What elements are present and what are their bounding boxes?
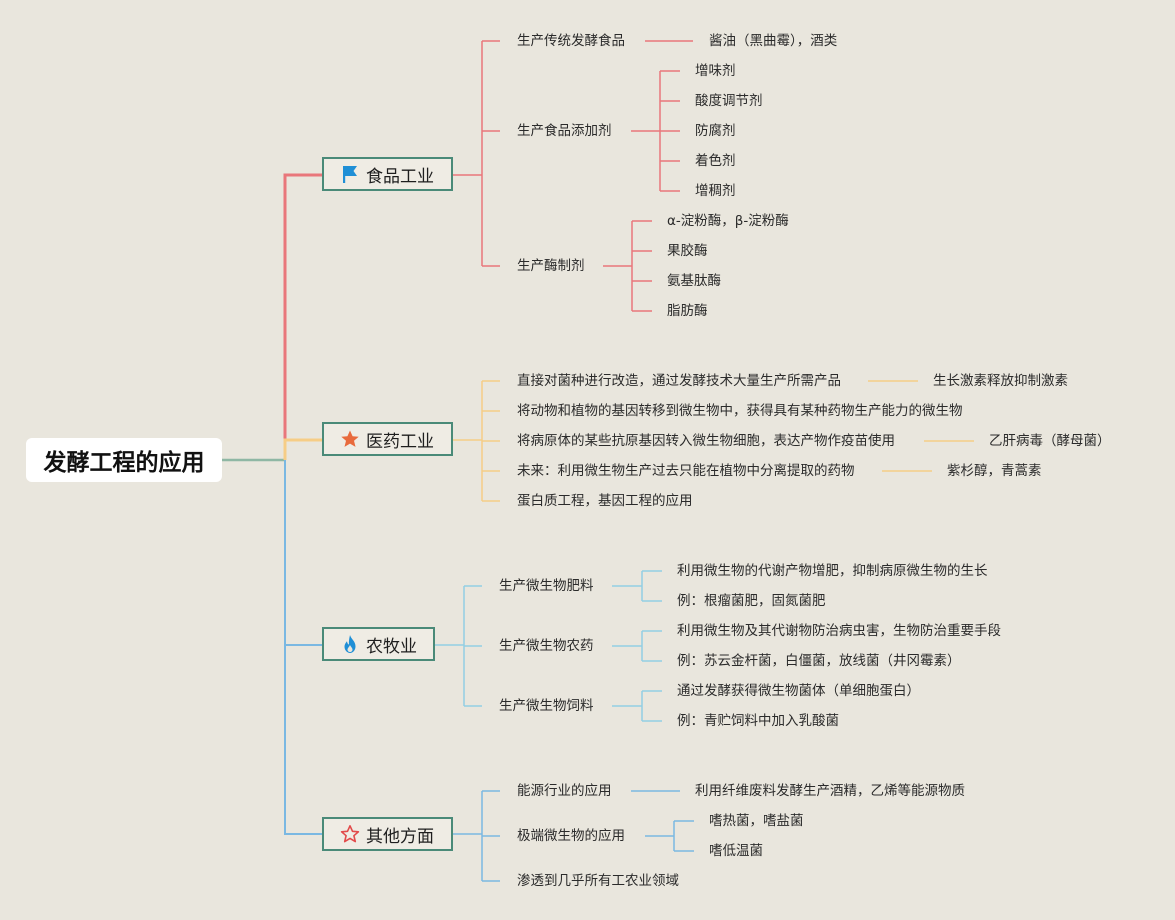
leaf-label[interactable]: 利用纤维废料发酵生产酒精，乙烯等能源物质 xyxy=(695,783,965,799)
leaf-label[interactable]: 利用微生物的代谢产物增肥，抑制病原微生物的生长 xyxy=(677,563,988,579)
leaf-label[interactable]: 酸度调节剂 xyxy=(695,93,763,109)
leaf-label[interactable]: 增稠剂 xyxy=(695,183,736,199)
branch-label[interactable]: 蛋白质工程，基因工程的应用 xyxy=(517,493,693,509)
branch-label[interactable]: 生产食品添加剂 xyxy=(517,123,612,139)
branch-label[interactable]: 生产微生物饲料 xyxy=(499,698,594,714)
category-agriculture[interactable]: 农牧业 xyxy=(322,627,435,661)
leaf-label[interactable]: 乙肝病毒（酵母菌） xyxy=(989,433,1111,449)
leaf-label[interactable]: 果胶酶 xyxy=(667,243,708,259)
branch-label[interactable]: 渗透到几乎所有工农业领域 xyxy=(517,873,679,889)
leaf-label[interactable]: 通过发酵获得微生物菌体（单细胞蛋白） xyxy=(677,683,920,699)
branch-label[interactable]: 生产传统发酵食品 xyxy=(517,33,625,49)
leaf-label[interactable]: 例：青贮饲料中加入乳酸菌 xyxy=(677,713,839,729)
trunk-connector xyxy=(283,173,322,460)
category-other-aspects[interactable]: 其他方面 xyxy=(322,817,453,851)
leaf-label[interactable]: 脂肪酶 xyxy=(667,303,708,319)
trunk-connector xyxy=(284,460,322,835)
leaf-label[interactable]: 酱油（黑曲霉），酒类 xyxy=(709,33,838,49)
leaf-label[interactable]: 增味剂 xyxy=(695,63,736,79)
flame-icon xyxy=(340,634,360,654)
branch-label[interactable]: 将病原体的某些抗原基因转入微生物细胞，表达产物作疫苗使用 xyxy=(517,433,895,449)
branch-label[interactable]: 直接对菌种进行改造，通过发酵技术大量生产所需产品 xyxy=(517,373,841,389)
branch-label[interactable]: 未来：利用微生物生产过去只能在植物中分离提取的药物 xyxy=(517,463,855,479)
leaf-label[interactable]: 紫杉醇，青蒿素 xyxy=(947,463,1042,479)
category-title: 医药工业 xyxy=(366,431,434,452)
category-food-industry[interactable]: 食品工业 xyxy=(322,157,453,191)
leaf-label[interactable]: 嗜热菌，嗜盐菌 xyxy=(709,813,804,829)
leaf-label[interactable]: 例：苏云金杆菌，白僵菌，放线菌（井冈霉素） xyxy=(677,653,961,669)
leaf-label[interactable]: 着色剂 xyxy=(695,153,736,169)
leaf-label[interactable]: 生长激素释放抑制激素 xyxy=(933,373,1068,389)
leaf-label[interactable]: 氨基肽酶 xyxy=(667,273,721,289)
leaf-label[interactable]: 例：根瘤菌肥，固氮菌肥 xyxy=(677,593,826,609)
branch-label[interactable]: 生产酶制剂 xyxy=(517,258,585,274)
star-outline-icon xyxy=(340,824,360,844)
category-title: 食品工业 xyxy=(366,166,434,187)
trunk-connector xyxy=(283,438,322,460)
leaf-label[interactable]: 利用微生物及其代谢物防治病虫害，生物防治重要手段 xyxy=(677,623,1001,639)
root-node[interactable]: 发酵工程的应用 xyxy=(26,438,222,482)
flag-icon xyxy=(340,164,360,184)
leaf-label[interactable]: 防腐剂 xyxy=(695,123,736,139)
leaf-label[interactable]: 嗜低温菌 xyxy=(709,843,763,859)
star-filled-icon xyxy=(340,429,360,449)
leaf-label[interactable]: α-淀粉酶，β-淀粉酶 xyxy=(667,213,789,229)
category-title: 其他方面 xyxy=(366,826,434,847)
category-title: 农牧业 xyxy=(366,636,417,657)
branch-label[interactable]: 生产微生物肥料 xyxy=(499,578,594,594)
branch-label[interactable]: 将动物和植物的基因转移到微生物中，获得具有某种药物生产能力的微生物 xyxy=(517,403,963,419)
branch-label[interactable]: 能源行业的应用 xyxy=(517,783,612,799)
branch-label[interactable]: 极端微生物的应用 xyxy=(517,828,625,844)
branch-label[interactable]: 生产微生物农药 xyxy=(499,638,594,654)
category-pharma-industry[interactable]: 医药工业 xyxy=(322,422,453,456)
